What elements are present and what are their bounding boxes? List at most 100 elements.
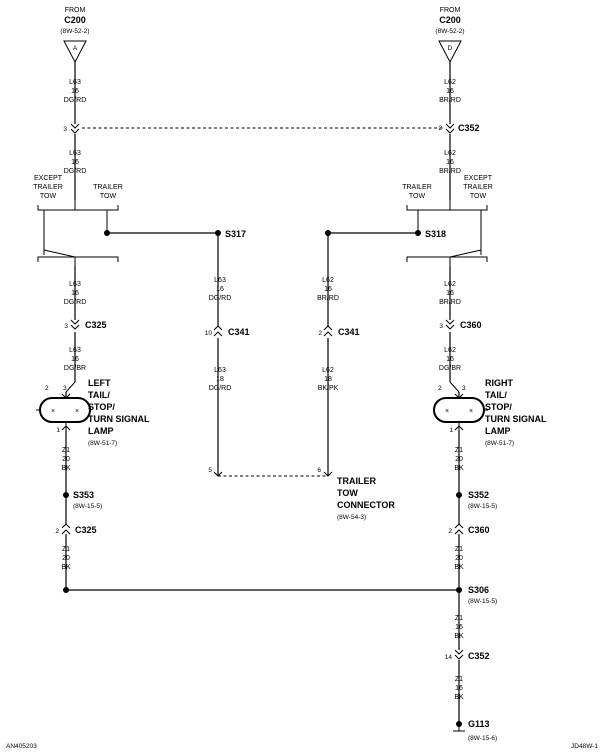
wire-label: L63 [69, 281, 81, 288]
connector-chevron-icon [454, 523, 464, 535]
option-label: EXCEPT [34, 175, 63, 182]
connector-label: C325 [85, 320, 107, 330]
option-label: EXCEPT [464, 175, 493, 182]
pin-label: 3 [64, 323, 68, 330]
wire-label: 20 [62, 555, 70, 562]
connector-chevron-icon [445, 319, 455, 330]
wire-label: DG/RD [64, 97, 87, 104]
option-labels: EXCEPT TRAILER TOW TRAILER TOW TRAILER T… [33, 175, 493, 200]
pin-label: 14 [445, 654, 453, 661]
connector-label: C341 [338, 327, 360, 337]
filament-x-icon: × [75, 408, 79, 415]
from-label: FROM [440, 7, 461, 14]
wire-label: 16 [71, 159, 79, 166]
footer-left-code: AN405203 [6, 743, 37, 750]
wire-label: BR/RD [439, 168, 461, 175]
inline-connectors: 3 C325 3 C360 10 C341 2 C341 2 C325 2 C3… [55, 319, 490, 661]
splice-dot-icon [456, 587, 462, 593]
wire-label: BK [454, 564, 464, 571]
wire-label: DG/RD [209, 295, 232, 302]
splice-s318-label: S318 [425, 229, 446, 239]
pin-label: 2 [45, 385, 49, 392]
connector-triangle-icon [438, 40, 462, 64]
pin-label: 2 [438, 125, 442, 132]
option-label: TRAILER [93, 184, 123, 191]
splice-dot-icon [325, 230, 331, 236]
connector-chevron-icon [323, 325, 333, 337]
lamp-label: TURN SIGNAL [88, 414, 150, 424]
connector-ref: (8W-54-3) [337, 514, 366, 521]
connector-triangle-icon [63, 40, 87, 64]
wire-label: L63 [69, 79, 81, 86]
pin-label: 3 [63, 126, 67, 133]
connector-chevron-icon [454, 649, 464, 660]
pin-label: 2 [448, 528, 452, 535]
pin-label: 1 [449, 427, 453, 434]
wire-label: Z1 [455, 615, 463, 622]
connector-label: C325 [75, 525, 97, 535]
option-label: TRAILER [463, 184, 493, 191]
wire-label: 16 [71, 290, 79, 297]
lamp-bulb-icon [433, 397, 485, 423]
connector-label: CONNECTOR [337, 500, 395, 510]
splice-s353-label: S353 [73, 490, 94, 500]
splice-s317-label: S317 [225, 229, 246, 239]
wire-label: 16 [455, 685, 463, 692]
wire-label: DG/BR [64, 365, 86, 372]
wire-label: 16 [446, 88, 454, 95]
connector-label: TOW [337, 488, 358, 498]
splice-dot-icon [215, 230, 221, 236]
splice-dot-icon [63, 587, 69, 593]
filament-x-icon: × [445, 408, 449, 415]
splice-dot-icon [415, 230, 421, 236]
ground-dot-icon [456, 721, 462, 727]
pin-label: 3 [63, 385, 67, 392]
splice-dot-icon [104, 230, 110, 236]
connector-chevron-icon [61, 523, 71, 535]
reference-label: (8W-52-2) [435, 28, 464, 35]
wire-lines [65, 62, 460, 722]
wire-label: Z1 [62, 447, 70, 454]
wire-label: L63 [69, 347, 81, 354]
option-label: TRAILER [33, 184, 63, 191]
wire-label: L62 [444, 281, 456, 288]
wire-label: BR/RD [317, 295, 339, 302]
connector-label: C200 [439, 15, 461, 25]
lamp-ref: (8W-51-7) [485, 440, 514, 447]
wire-label: L62 [322, 367, 334, 374]
lamp-bulb-icon [39, 397, 91, 423]
wire-label: 20 [62, 456, 70, 463]
wire-label: L62 [444, 150, 456, 157]
wire-label: 16 [71, 356, 79, 363]
wire-label: 16 [71, 88, 79, 95]
connector-label: C360 [468, 525, 490, 535]
wire-label: BR/RD [439, 299, 461, 306]
wire-label: L63 [214, 367, 226, 374]
splice-s306-label: S306 [468, 585, 489, 595]
wire-label: DG/RD [209, 385, 232, 392]
wire-label: DG/RD [64, 168, 87, 175]
wire-label: L63 [69, 150, 81, 157]
left-option-bracket [37, 200, 119, 266]
wire-label: 18 [324, 376, 332, 383]
option-label: TOW [100, 193, 117, 200]
ground-g113: G113 (8W-15-6) [453, 719, 497, 742]
wire-label: 16 [324, 286, 332, 293]
connector-label: TRAILER [337, 476, 376, 486]
lamp-label: LAMP [485, 426, 511, 436]
wire-label: BK [454, 465, 464, 472]
option-label: TOW [470, 193, 487, 200]
wire-label: L63 [214, 277, 226, 284]
connector-label: C352 [458, 123, 480, 133]
pin-label: 2 [438, 385, 442, 392]
reference-label: (8W-52-2) [60, 28, 89, 35]
connector-label: C360 [460, 320, 482, 330]
wire-label: 16 [446, 290, 454, 297]
right-option-bracket [406, 200, 488, 266]
wire-label: BK [61, 564, 71, 571]
wire-label: DG/BR [439, 365, 461, 372]
connector-chevron-icon [70, 319, 80, 330]
pin-label: 5 [208, 467, 212, 474]
option-label: TOW [40, 193, 57, 200]
